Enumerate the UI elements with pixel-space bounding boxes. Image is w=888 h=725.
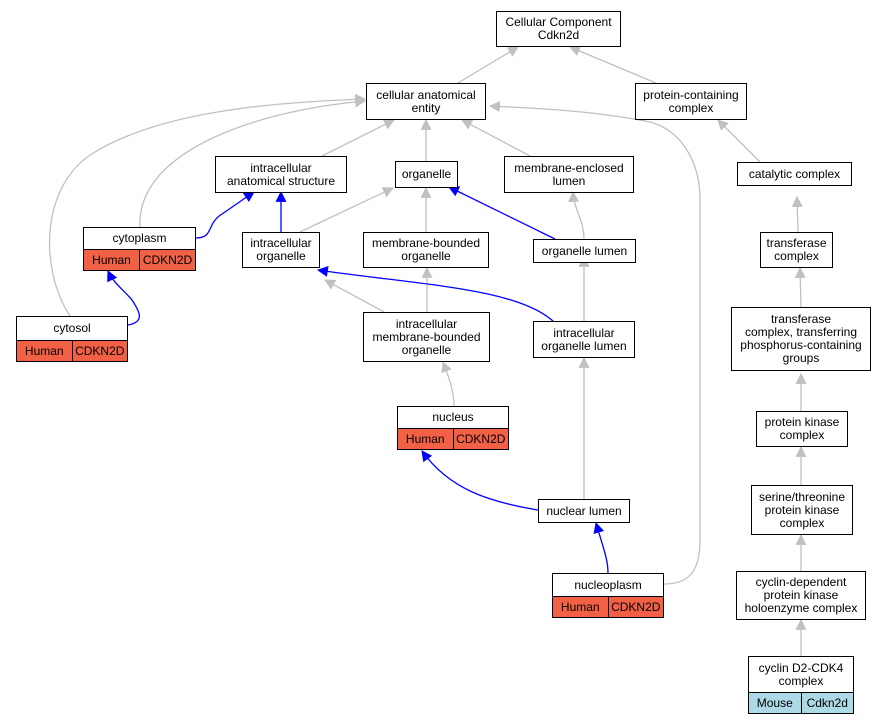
node-label: membrane-enclosed lumen (514, 160, 624, 188)
species-tag: Human (560, 599, 600, 614)
node-transferase-complex[interactable]: transferase complex (760, 232, 833, 268)
edge-tcp-tc (794, 266, 806, 308)
node-label: cyclin D2-CDK4 complex (758, 660, 844, 688)
node-label: intracellular organelle (250, 236, 312, 263)
species-tag: Human (405, 431, 445, 446)
node-nucleus[interactable]: nucleus Human CDKN2D (397, 406, 509, 450)
node-intracellular-anatomical-structure[interactable]: intracellular anatomical structure (215, 156, 347, 193)
node-label: cyclin-dependent protein kinase holoenzy… (744, 575, 858, 615)
species-tag: Mouse (756, 695, 793, 710)
node-label: intracellular organelle lumen (541, 325, 627, 353)
node-label: protein-containing complex (643, 87, 739, 115)
edge-mel-cae (461, 119, 531, 157)
edge-tc-catc (791, 195, 803, 233)
species-gene-row: Mouse Cdkn2d (749, 692, 853, 713)
node-label: cellular anatomical entity (376, 87, 476, 115)
edge-ol-mel (568, 190, 585, 240)
node-label: transferase complex (766, 236, 827, 263)
edge-cyto-ias (195, 191, 255, 239)
node-intracellular-organelle-lumen[interactable]: intracellular organelle lumen (533, 321, 635, 358)
node-label: organelle (401, 167, 452, 181)
edge-nuc-imbo (441, 360, 455, 407)
node-label: transferase complex, transferring phosph… (740, 312, 862, 365)
node-label: serine/threonine protein kinase complex (758, 489, 846, 530)
species-tag: Human (92, 252, 131, 267)
node-membrane-enclosed-lumen[interactable]: membrane-enclosed lumen (504, 156, 634, 193)
edge-np-cae (488, 101, 701, 585)
node-label: nuclear lumen (546, 503, 622, 518)
node-protein-kinase-complex[interactable]: protein kinase complex (756, 411, 848, 447)
species-gene-row: Human CDKN2D (553, 596, 663, 617)
edge-np-nl (593, 521, 609, 574)
node-intracellular-membrane-bounded-organelle[interactable]: intracellular membrane-bounded organelle (363, 312, 490, 362)
node-label: membrane-bounded organelle (371, 236, 481, 263)
node-label: cytosol (53, 321, 91, 335)
node-cellular-anatomical-entity[interactable]: cellular anatomical entity (366, 83, 486, 120)
gene-tag: Cdkn2d (800, 693, 854, 713)
node-cyclin-d2-cdk4-complex[interactable]: cyclin D2-CDK4 complex Mouse Cdkn2d (748, 656, 854, 714)
edge-nl-nuc (421, 450, 539, 511)
gene-tag: CDKN2D (452, 429, 509, 449)
node-intracellular-organelle[interactable]: intracellular organelle (242, 232, 320, 268)
gene-tag: CDKN2D (139, 250, 195, 270)
edge-cyto-cae (139, 96, 367, 228)
node-organelle[interactable]: organelle (395, 161, 458, 188)
node-label: protein kinase complex (764, 415, 840, 442)
node-protein-containing-complex[interactable]: protein-containing complex (635, 83, 747, 120)
node-label: Cellular Component Cdkn2d (505, 15, 612, 42)
node-label: intracellular anatomical structure (226, 160, 336, 188)
node-cellular-component-root[interactable]: Cellular Component Cdkn2d (496, 11, 621, 47)
node-label: organelle lumen (541, 243, 628, 258)
node-nucleoplasm[interactable]: nucleoplasm Human CDKN2D (552, 573, 664, 618)
species-gene-row: Human CDKN2D (84, 249, 195, 270)
edge-catc-pcc (717, 119, 761, 163)
species-gene-row: Human CDKN2D (17, 340, 127, 361)
edge-cae-root (457, 46, 519, 84)
node-cytoplasm[interactable]: cytoplasm Human CDKN2D (83, 227, 196, 271)
edge-io-org (299, 187, 394, 233)
node-transferase-complex-phosphorus[interactable]: transferase complex, transferring phosph… (731, 307, 871, 371)
node-label: intracellular membrane-bounded organelle (372, 316, 481, 357)
gene-tag: CDKN2D (71, 341, 128, 361)
node-cyclin-dependent-protein-kinase-holoenzyme-complex[interactable]: cyclin-dependent protein kinase holoenzy… (736, 571, 866, 620)
species-gene-row: Human CDKN2D (398, 428, 508, 449)
edge-ol-org (448, 186, 556, 240)
node-label: nucleoplasm (574, 577, 642, 592)
node-cytosol[interactable]: cytosol Human CDKN2D (16, 316, 128, 362)
node-serine-threonine-protein-kinase-complex[interactable]: serine/threonine protein kinase complex (751, 485, 853, 535)
node-label: catalytic complex (748, 166, 841, 181)
species-tag: Human (24, 343, 64, 358)
edge-cytosol-cae (48, 93, 367, 317)
gene-tag: CDKN2D (607, 597, 664, 617)
edge-ias-cae (321, 119, 395, 157)
edge-iol-io (316, 265, 556, 324)
node-label: nucleus (432, 410, 474, 424)
node-catalytic-complex[interactable]: catalytic complex (737, 162, 852, 186)
node-nuclear-lumen[interactable]: nuclear lumen (538, 499, 630, 523)
edge-imbo-io (324, 279, 385, 313)
node-organelle-lumen[interactable]: organelle lumen (533, 239, 636, 263)
node-label: cytoplasm (112, 231, 167, 245)
edge-pcc-root (568, 45, 657, 84)
node-membrane-bounded-organelle[interactable]: membrane-bounded organelle (363, 232, 489, 268)
edge-cytosol-cyto (107, 270, 141, 326)
